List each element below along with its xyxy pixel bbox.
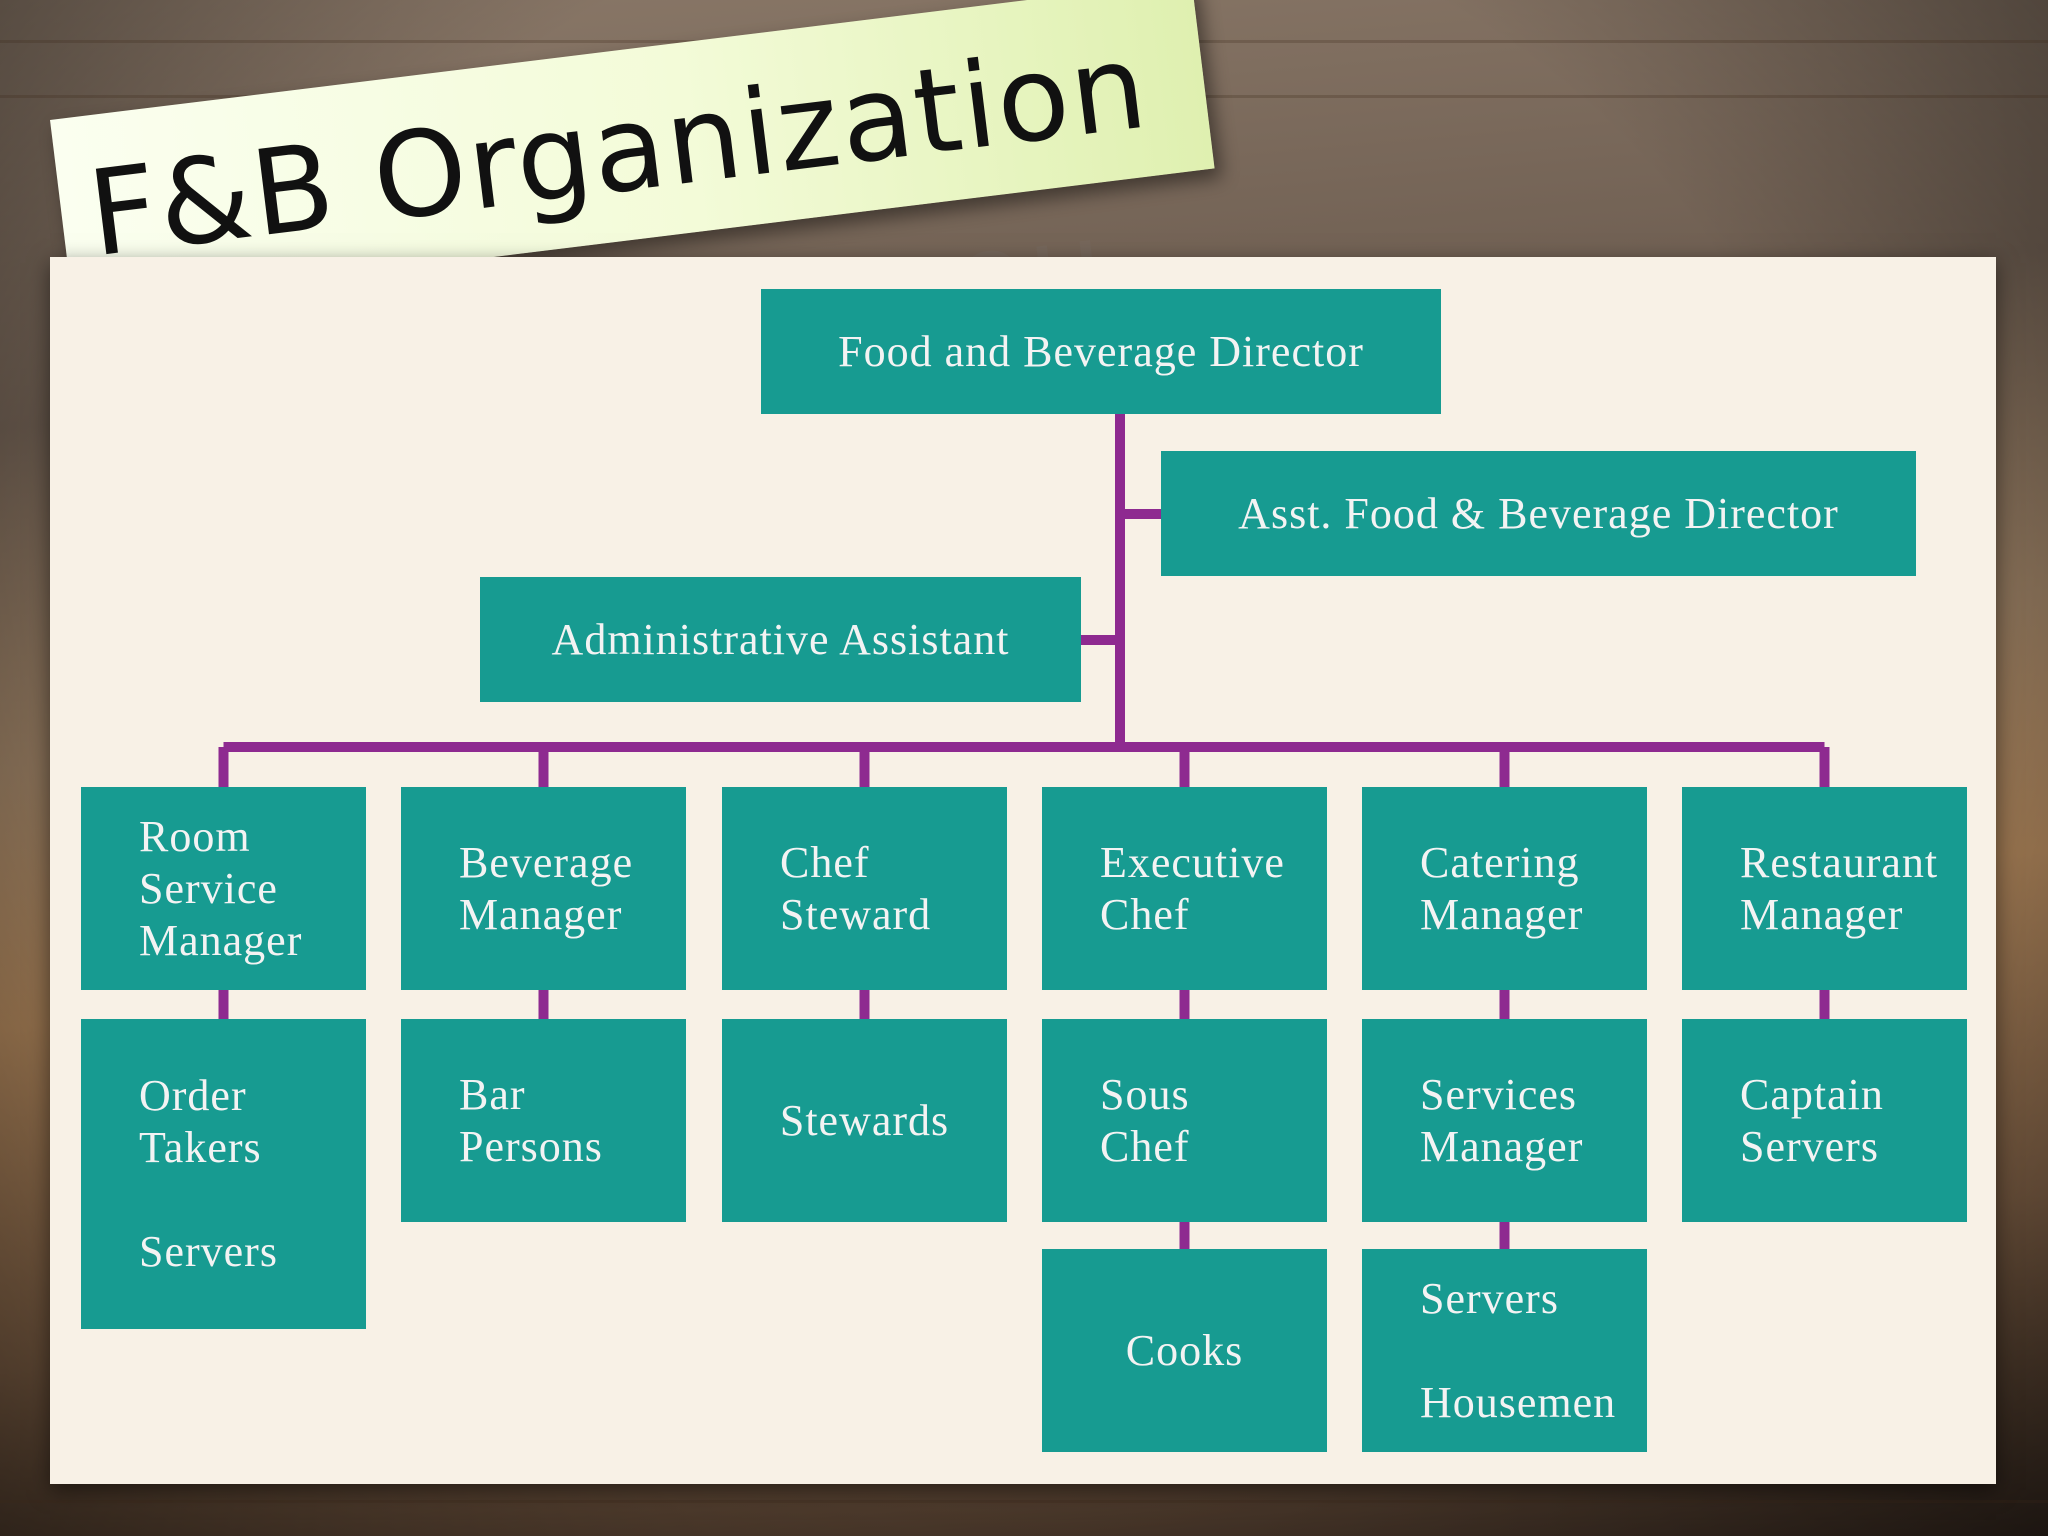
manager-box-chef-steward-line: Chef: [780, 837, 870, 887]
report-box-servers-housemen: Servers Housemen: [1362, 1249, 1647, 1452]
manager-box-executive-chef-line: Executive: [1100, 837, 1285, 887]
report-box-order-takers-servers-line: Takers: [139, 1123, 262, 1172]
report-box-cooks-line: Cooks: [1125, 1325, 1244, 1375]
admin-assistant-label: Administrative Assistant: [551, 614, 1010, 664]
manager-box-beverage-manager-line: Manager: [459, 889, 623, 939]
asst-director-box: Asst. Food & Beverage Director: [1161, 451, 1916, 576]
report-box-order-takers-servers-line: Order: [139, 1071, 247, 1120]
manager-box-chef-steward-line: Steward: [780, 889, 932, 939]
manager-box-room-service-manager-line: Manager: [139, 915, 303, 965]
manager-box-executive-chef-line: Chef: [1100, 889, 1190, 939]
manager-box-restaurant-manager-line: Restaurant: [1740, 837, 1939, 887]
report-box-cooks: Cooks: [1042, 1249, 1327, 1452]
report-box-stewards-line: Stewards: [779, 1095, 950, 1145]
slide-title: F&B Organization: [81, 16, 1156, 284]
report-box-order-takers-servers-line: Servers: [139, 1227, 278, 1276]
asst-director-label: Asst. Food & Beverage Director: [1238, 488, 1839, 538]
report-box-services-manager-line: Manager: [1420, 1121, 1584, 1171]
manager-box-room-service-manager-line: Service: [139, 863, 278, 913]
report-box-stewards: Stewards: [722, 1019, 1007, 1222]
manager-box-restaurant-manager-line: Manager: [1740, 889, 1904, 939]
report-box-sous-chef-line: Chef: [1100, 1121, 1190, 1171]
connector-lines: [218, 414, 1830, 1249]
manager-box-room-service-manager-line: Room: [139, 811, 251, 861]
report-box-order-takers-servers-line: [139, 1174, 151, 1226]
report-box-sous-chef-line: Sous: [1100, 1069, 1190, 1119]
admin-assistant-box: Administrative Assistant: [480, 577, 1081, 702]
report-box-services-manager-line: Services: [1420, 1069, 1578, 1119]
report-box-servers-housemen-line: [1420, 1325, 1432, 1377]
manager-box-beverage-manager-line: Beverage: [459, 837, 634, 887]
report-box-servers-housemen-line: Servers: [1420, 1273, 1559, 1323]
report-box-bar-persons-line: Bar: [459, 1069, 526, 1119]
report-box-captain-servers-line: Servers: [1740, 1121, 1879, 1171]
manager-box-catering-manager-line: Catering: [1420, 837, 1580, 887]
report-box-captain-servers-line: Captain: [1740, 1069, 1884, 1119]
director-box: Food and Beverage Director: [761, 289, 1441, 414]
manager-box-catering-manager-line: Manager: [1420, 889, 1584, 939]
director-label: Food and Beverage Director: [838, 326, 1364, 376]
wood-grain: [0, 1500, 2048, 1503]
org-chart-panel: Food and Beverage Director Asst. Food & …: [50, 257, 1996, 1484]
report-box-bar-persons-line: Persons: [459, 1121, 603, 1171]
report-box-servers-housemen-line: Housemen: [1420, 1377, 1617, 1427]
